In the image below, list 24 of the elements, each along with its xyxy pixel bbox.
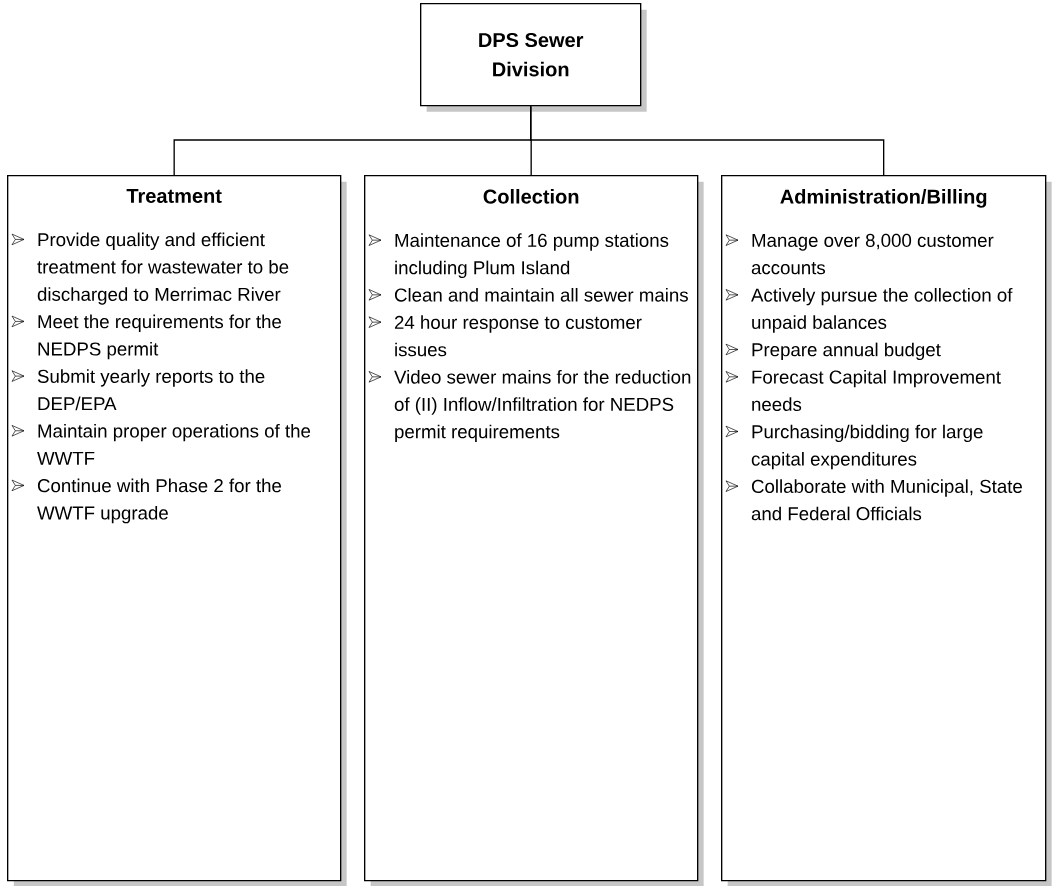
box-title: DPS Sewer Division: [479, 32, 584, 77]
bullet-item: Maintain proper operations of the WWTF: [11, 423, 311, 465]
bullet-item: Provide quality and efficient treatment for wastewater to be discharged to Merrimac River: [11, 232, 289, 305]
bullet-item: Collaborate with Municipal, State and Federal Officials: [725, 479, 1022, 521]
bullet-item: Purchasing/bidding for large capital expenditures: [725, 424, 983, 470]
bullet-item: Actively pursue the collection of unpaid balances: [725, 287, 1013, 333]
bullet-item: Forecast Capital Improvement needs: [725, 369, 1001, 411]
bullet-item: Clean and maintain all sewer mains: [368, 287, 688, 302]
connector-line: [530, 105, 885, 176]
box-heading: Administration/Billing: [780, 189, 987, 208]
bullet-item: Video sewer mains for the reduction of (II) Inflow/Infiltration for NEDPS permit requirements: [368, 369, 691, 443]
bullet-item: Continue with Phase 2 for the WWTF upgrade: [11, 478, 282, 524]
bullet-item: Prepare annual budget: [725, 342, 941, 361]
bullet-item: Maintenance of 16 pump stations including Plum Island: [368, 233, 669, 279]
department-box: [364, 175, 704, 886]
bullet-item: Submit yearly reports to the DEP/EPA: [11, 369, 265, 411]
bullet-item: 24 hour response to customer issues: [368, 315, 642, 357]
box-heading: Treatment: [126, 189, 222, 203]
department-box: [7, 175, 347, 886]
department-box: [721, 175, 1052, 886]
box-heading: Collection: [483, 189, 579, 204]
bullet-item: Meet the requirements for the NEDPS permit: [11, 314, 281, 360]
root-box: [420, 3, 647, 112]
bullet-item: Manage over 8,000 customer accounts: [725, 233, 994, 275]
